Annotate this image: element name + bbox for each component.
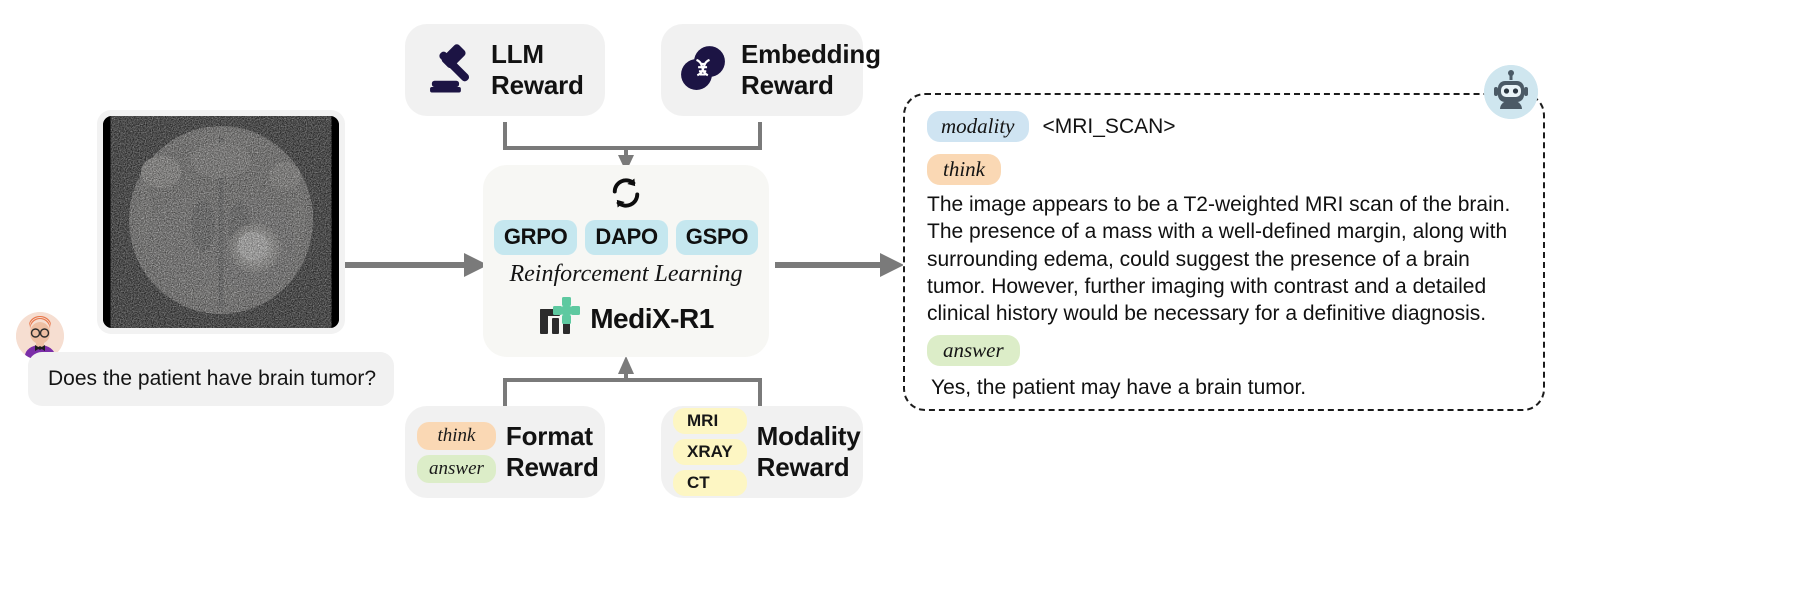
modality-value: <MRI_SCAN> xyxy=(1042,114,1176,138)
llm-reward-title-line2: Reward xyxy=(491,70,584,100)
embedding-circles-icon xyxy=(677,42,729,99)
llm-reward-title: LLM Reward xyxy=(491,39,584,100)
reinforcement-learning-box: GRPO DAPO GSPO Reinforcement Learning xyxy=(483,165,769,357)
refresh-cycle-icon xyxy=(608,175,644,216)
modality-reward-title-line1: Modality xyxy=(756,421,861,452)
modality-reward-title: Modality Reward xyxy=(757,421,861,482)
gavel-icon xyxy=(421,39,479,102)
think-tag-pill: think xyxy=(927,154,1001,185)
algorithm-pill-row: GRPO DAPO GSPO xyxy=(493,220,759,255)
embedding-reward-title-line1: Embedding xyxy=(741,39,881,70)
format-tag-stack: think answer xyxy=(417,421,496,483)
user-question-bubble: Does the patient have brain tumor? xyxy=(28,352,394,406)
llm-reward-card: LLM Reward xyxy=(405,24,605,116)
model-name: MediX-R1 xyxy=(590,302,714,334)
modality-tag-pill: modality xyxy=(927,111,1029,142)
brain-mri-scan xyxy=(103,116,339,328)
answer-body-text: Yes, the patient may have a brain tumor. xyxy=(931,376,1307,400)
format-tag-think: think xyxy=(417,421,496,450)
model-identity-row: MediX-R1 xyxy=(538,296,714,341)
reinforcement-learning-caption: Reinforcement Learning xyxy=(509,261,743,287)
mri-image-frame xyxy=(97,110,345,334)
modality-tag-mri: MRI xyxy=(673,408,747,434)
modality-row: modality <MRI_SCAN> xyxy=(927,111,1523,142)
format-reward-title-line1: Format xyxy=(505,421,593,452)
embedding-reward-card: Embedding Reward xyxy=(661,24,881,116)
format-reward-title-line2: Reward xyxy=(505,452,599,482)
embedding-reward-title: Embedding Reward xyxy=(741,39,881,100)
format-reward-title: Format Reward xyxy=(506,421,599,482)
format-tag-answer: answer xyxy=(417,454,496,483)
think-body-text: The image appears to be a T2-weighted MR… xyxy=(927,193,1511,326)
modality-reward-card: MRI XRAY CT Modality Reward xyxy=(661,406,863,498)
model-response-panel: modality <MRI_SCAN> think The image appe… xyxy=(903,93,1545,411)
answer-tag-pill: answer xyxy=(927,335,1020,367)
algorithm-pill-dapo[interactable]: DAPO xyxy=(585,220,668,255)
format-reward-card: think answer Format Reward xyxy=(405,406,605,498)
algorithm-pill-grpo[interactable]: GRPO xyxy=(493,220,578,255)
modality-tag-stack: MRI XRAY CT xyxy=(673,408,747,496)
algorithm-pill-gspo[interactable]: GSPO xyxy=(675,220,759,255)
modality-tag-xray: XRAY xyxy=(673,439,747,465)
robot-avatar-icon xyxy=(1484,65,1538,119)
modality-tag-ct: CT xyxy=(673,470,747,496)
llm-reward-title-line1: LLM xyxy=(491,39,544,70)
medix-logo-icon xyxy=(538,296,582,341)
user-question-text: Does the patient have brain tumor? xyxy=(48,367,377,390)
embedding-reward-title-line2: Reward xyxy=(741,70,834,100)
modality-reward-title-line2: Reward xyxy=(756,452,850,482)
